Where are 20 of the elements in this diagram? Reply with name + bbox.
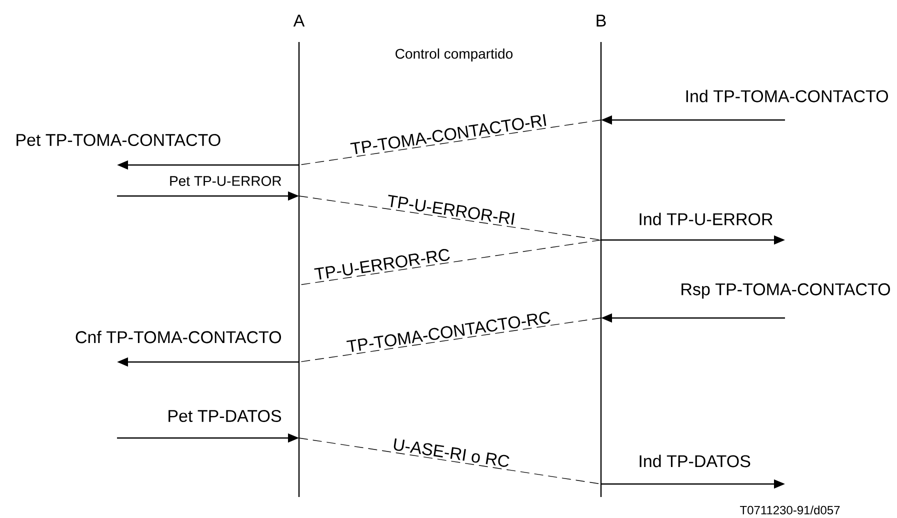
lifeline	[298, 42, 300, 497]
title-label: Control compartido	[396, 48, 513, 62]
edge-label: Ind TP-U-ERROR	[640, 212, 772, 226]
lifeline-label: B	[596, 14, 606, 26]
edge-label: U-ASE-RI o RC	[390, 436, 512, 469]
lifeline-label: A	[293, 14, 305, 26]
edge-label: Pet TP-TOMA-CONTACTO	[16, 134, 220, 146]
dashed-line	[298, 196, 602, 240]
dashed-line	[298, 318, 602, 362]
lifeline	[600, 42, 602, 497]
edge-label: Pet TP-DATOS	[168, 410, 282, 422]
edge-label: Pet TP-U-ERROR	[170, 176, 282, 186]
edge-label: Ind TP-DATOS	[640, 454, 750, 468]
dashed-line	[298, 240, 602, 286]
figure-code: T0711230-91/d057	[740, 506, 840, 514]
dashed-line	[298, 438, 602, 484]
edge-label: Ind TP-TOMA-CONTACTO	[686, 90, 888, 102]
dashed-line	[298, 120, 602, 166]
edge-label: Rsp TP-TOMA-CONTACTO	[682, 283, 890, 299]
edge-label: Cnf TP-TOMA-CONTACTO	[76, 330, 281, 344]
